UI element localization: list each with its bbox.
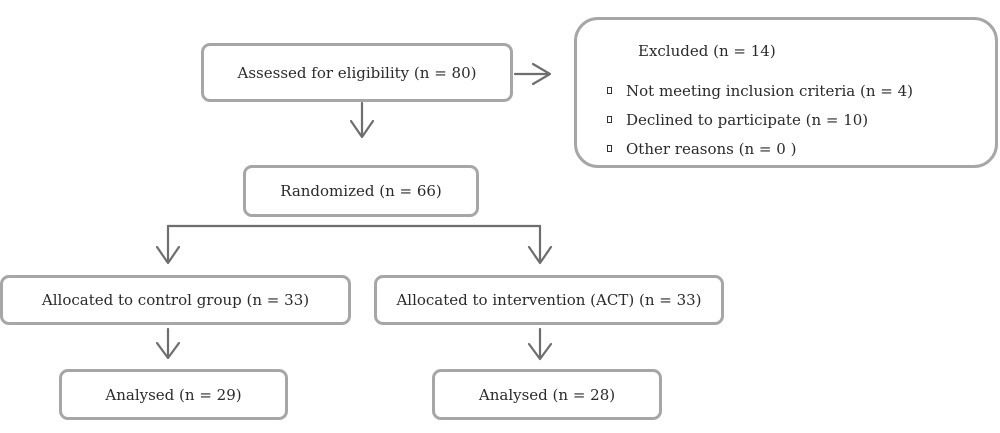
arrow-to-excluded bbox=[513, 62, 552, 86]
assessed-label: Assessed for eligibility (n = 80) bbox=[237, 63, 477, 82]
control-allocation-label: Allocated to control group (n = 33) bbox=[41, 291, 310, 309]
arrow-split bbox=[155, 224, 553, 265]
assessed-box: Assessed for eligibility (n = 80) bbox=[201, 43, 513, 102]
list-item: Declined to participate (n = 10) bbox=[607, 105, 913, 134]
bullet-icon bbox=[607, 145, 612, 152]
excluded-reasons: Not meeting inclusion criteria (n = 4) D… bbox=[607, 76, 913, 163]
reason-label: Not meeting inclusion criteria (n = 4) bbox=[626, 81, 914, 100]
intervention-analysed-box: Analysed (n = 28) bbox=[432, 369, 662, 420]
reason-label: Declined to participate (n = 10) bbox=[626, 110, 869, 129]
bullet-icon bbox=[607, 116, 612, 123]
intervention-allocation-box: Allocated to intervention (ACT) (n = 33) bbox=[374, 275, 724, 325]
intervention-allocation-label: Allocated to intervention (ACT) (n = 33) bbox=[396, 291, 702, 309]
arrow-to-randomized bbox=[349, 101, 375, 139]
reason-label: Other reasons (n = 0 ) bbox=[626, 139, 797, 158]
control-analysed-box: Analysed (n = 29) bbox=[59, 369, 288, 420]
bullet-icon bbox=[607, 87, 612, 94]
control-analysed-label: Analysed (n = 29) bbox=[105, 385, 242, 404]
control-allocation-box: Allocated to control group (n = 33) bbox=[0, 275, 351, 325]
intervention-analysed-label: Analysed (n = 28) bbox=[478, 385, 616, 404]
arrow-to-intervention-analysed bbox=[527, 327, 553, 361]
excluded-title: Excluded (n = 14) bbox=[638, 42, 776, 60]
randomized-label: Randomized (n = 66) bbox=[280, 182, 442, 200]
arrow-to-control-analysed bbox=[155, 327, 181, 360]
list-item: Other reasons (n = 0 ) bbox=[607, 134, 913, 163]
excluded-box: Excluded (n = 14) Not meeting inclusion … bbox=[574, 17, 998, 168]
list-item: Not meeting inclusion criteria (n = 4) bbox=[607, 76, 913, 105]
randomized-box: Randomized (n = 66) bbox=[243, 165, 479, 217]
